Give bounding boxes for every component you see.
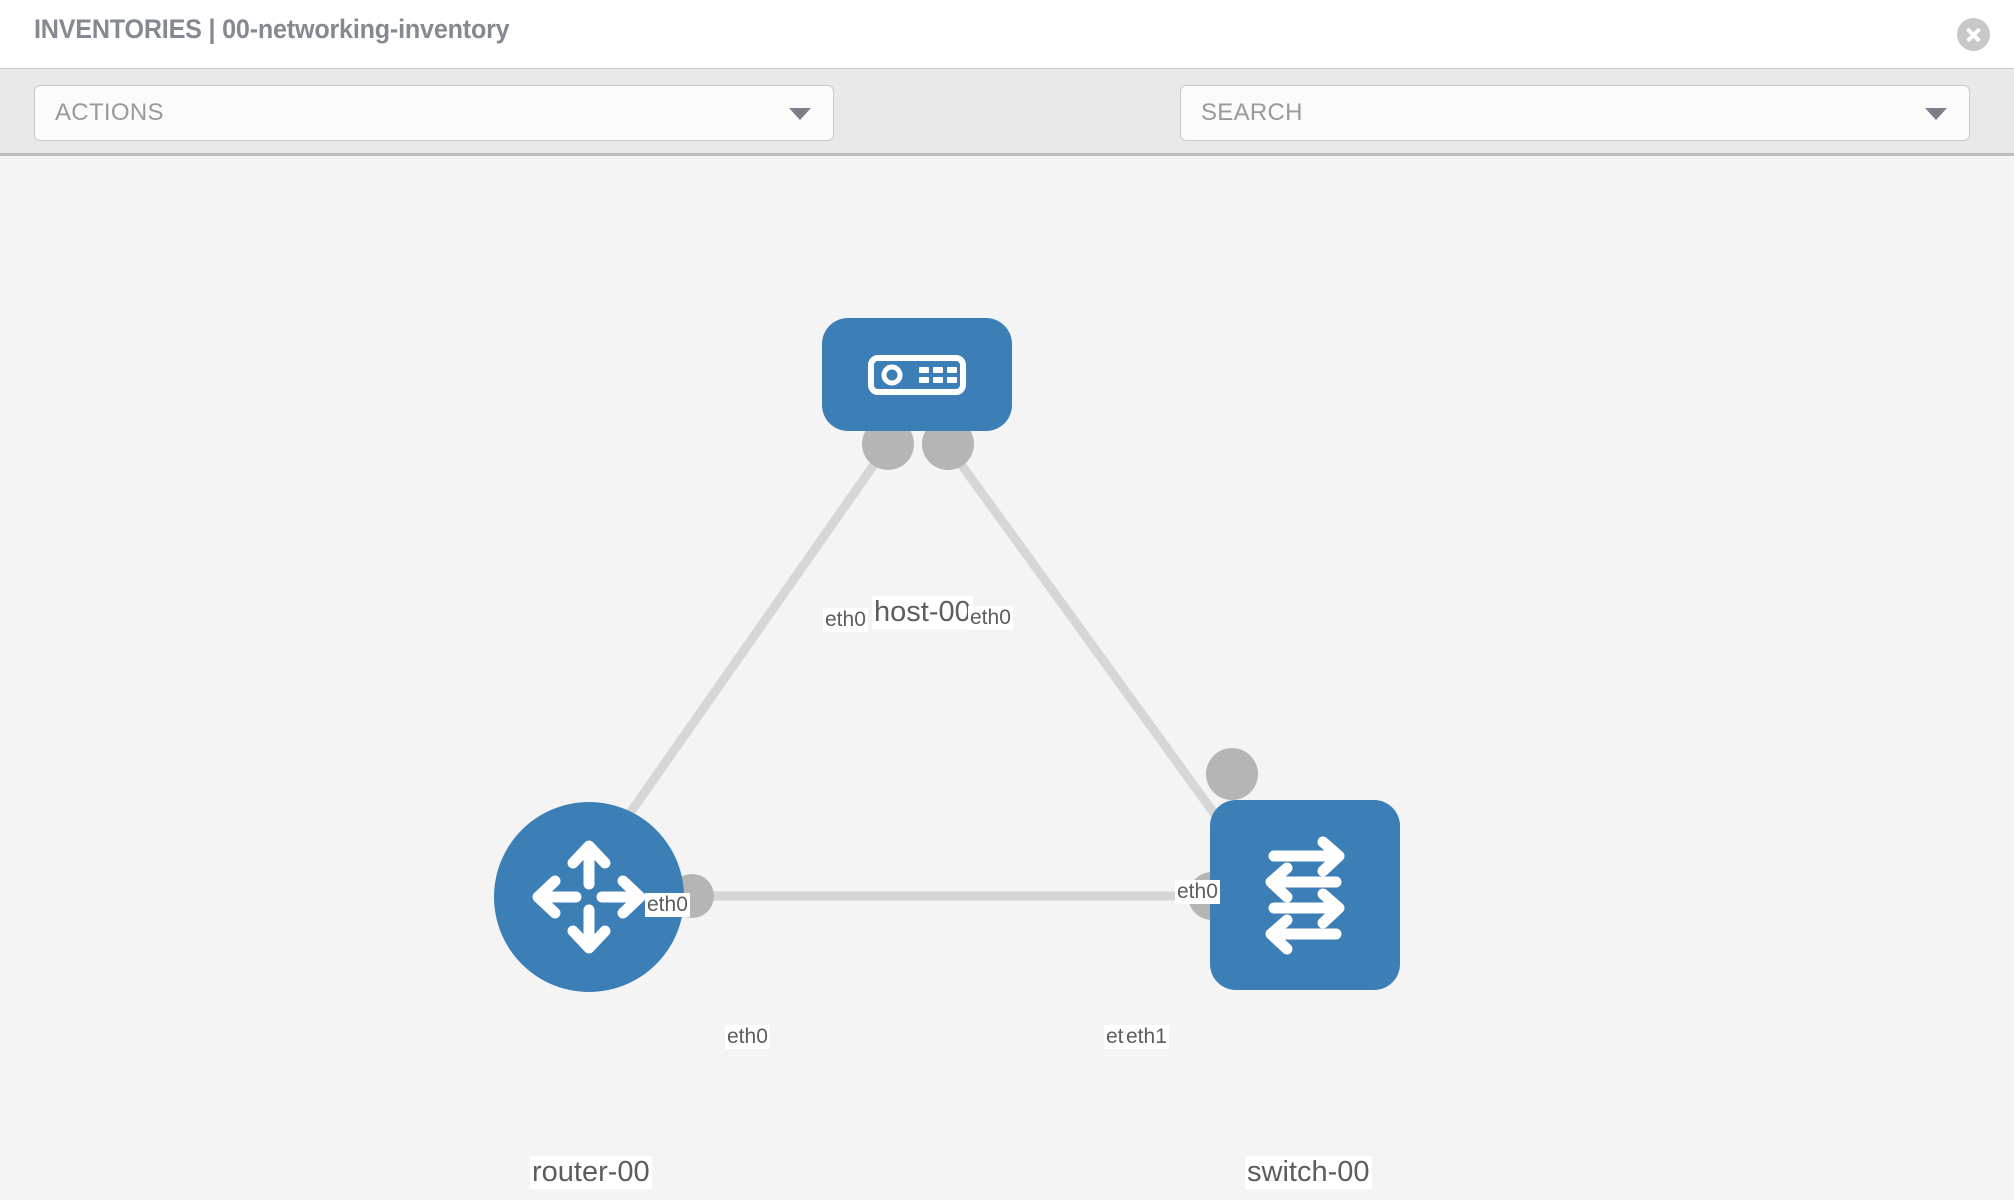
topology-ports — [670, 418, 1258, 920]
chevron-down-icon — [1925, 108, 1947, 120]
server-icon — [868, 354, 966, 395]
switch-arrows-icon — [1265, 836, 1345, 955]
switch-arrows-icon-strokes — [1265, 836, 1345, 955]
node-host-00[interactable] — [822, 318, 1012, 431]
server-icon-body — [868, 354, 966, 395]
link-router-host[interactable] — [596, 453, 884, 859]
topology-edges-svg — [596, 418, 1258, 920]
actions-dropdown[interactable]: ACTIONS — [34, 85, 834, 141]
topology-links — [596, 453, 1249, 901]
router-arrows-icon — [532, 840, 646, 954]
port-host-right[interactable] — [922, 418, 974, 470]
search-input[interactable]: SEARCH — [1180, 85, 1970, 141]
server-icon-leds — [919, 366, 957, 383]
router-arrows-icon-strokes — [532, 840, 646, 954]
node-switch-00[interactable] — [1210, 800, 1400, 990]
topology-canvas[interactable]: host-00 router-00 switch-00 eth0 eth0 et… — [0, 156, 2014, 1200]
chevron-down-icon — [789, 108, 811, 120]
port-host-left[interactable] — [862, 418, 914, 470]
close-icon[interactable] — [1957, 18, 1990, 51]
search-input-placeholder: SEARCH — [1201, 99, 1303, 126]
link-host-switch[interactable] — [951, 453, 1249, 859]
toolbar: ACTIONS SEARCH — [0, 68, 2014, 199]
server-icon-power-light — [881, 364, 903, 385]
node-router-00[interactable] — [494, 802, 684, 992]
page-title: INVENTORIES | 00-networking-inventory — [34, 14, 510, 44]
actions-dropdown-label: ACTIONS — [55, 99, 164, 126]
page-header: INVENTORIES | 00-networking-inventory — [0, 0, 2014, 68]
port-switch-uplink[interactable] — [1206, 748, 1258, 800]
